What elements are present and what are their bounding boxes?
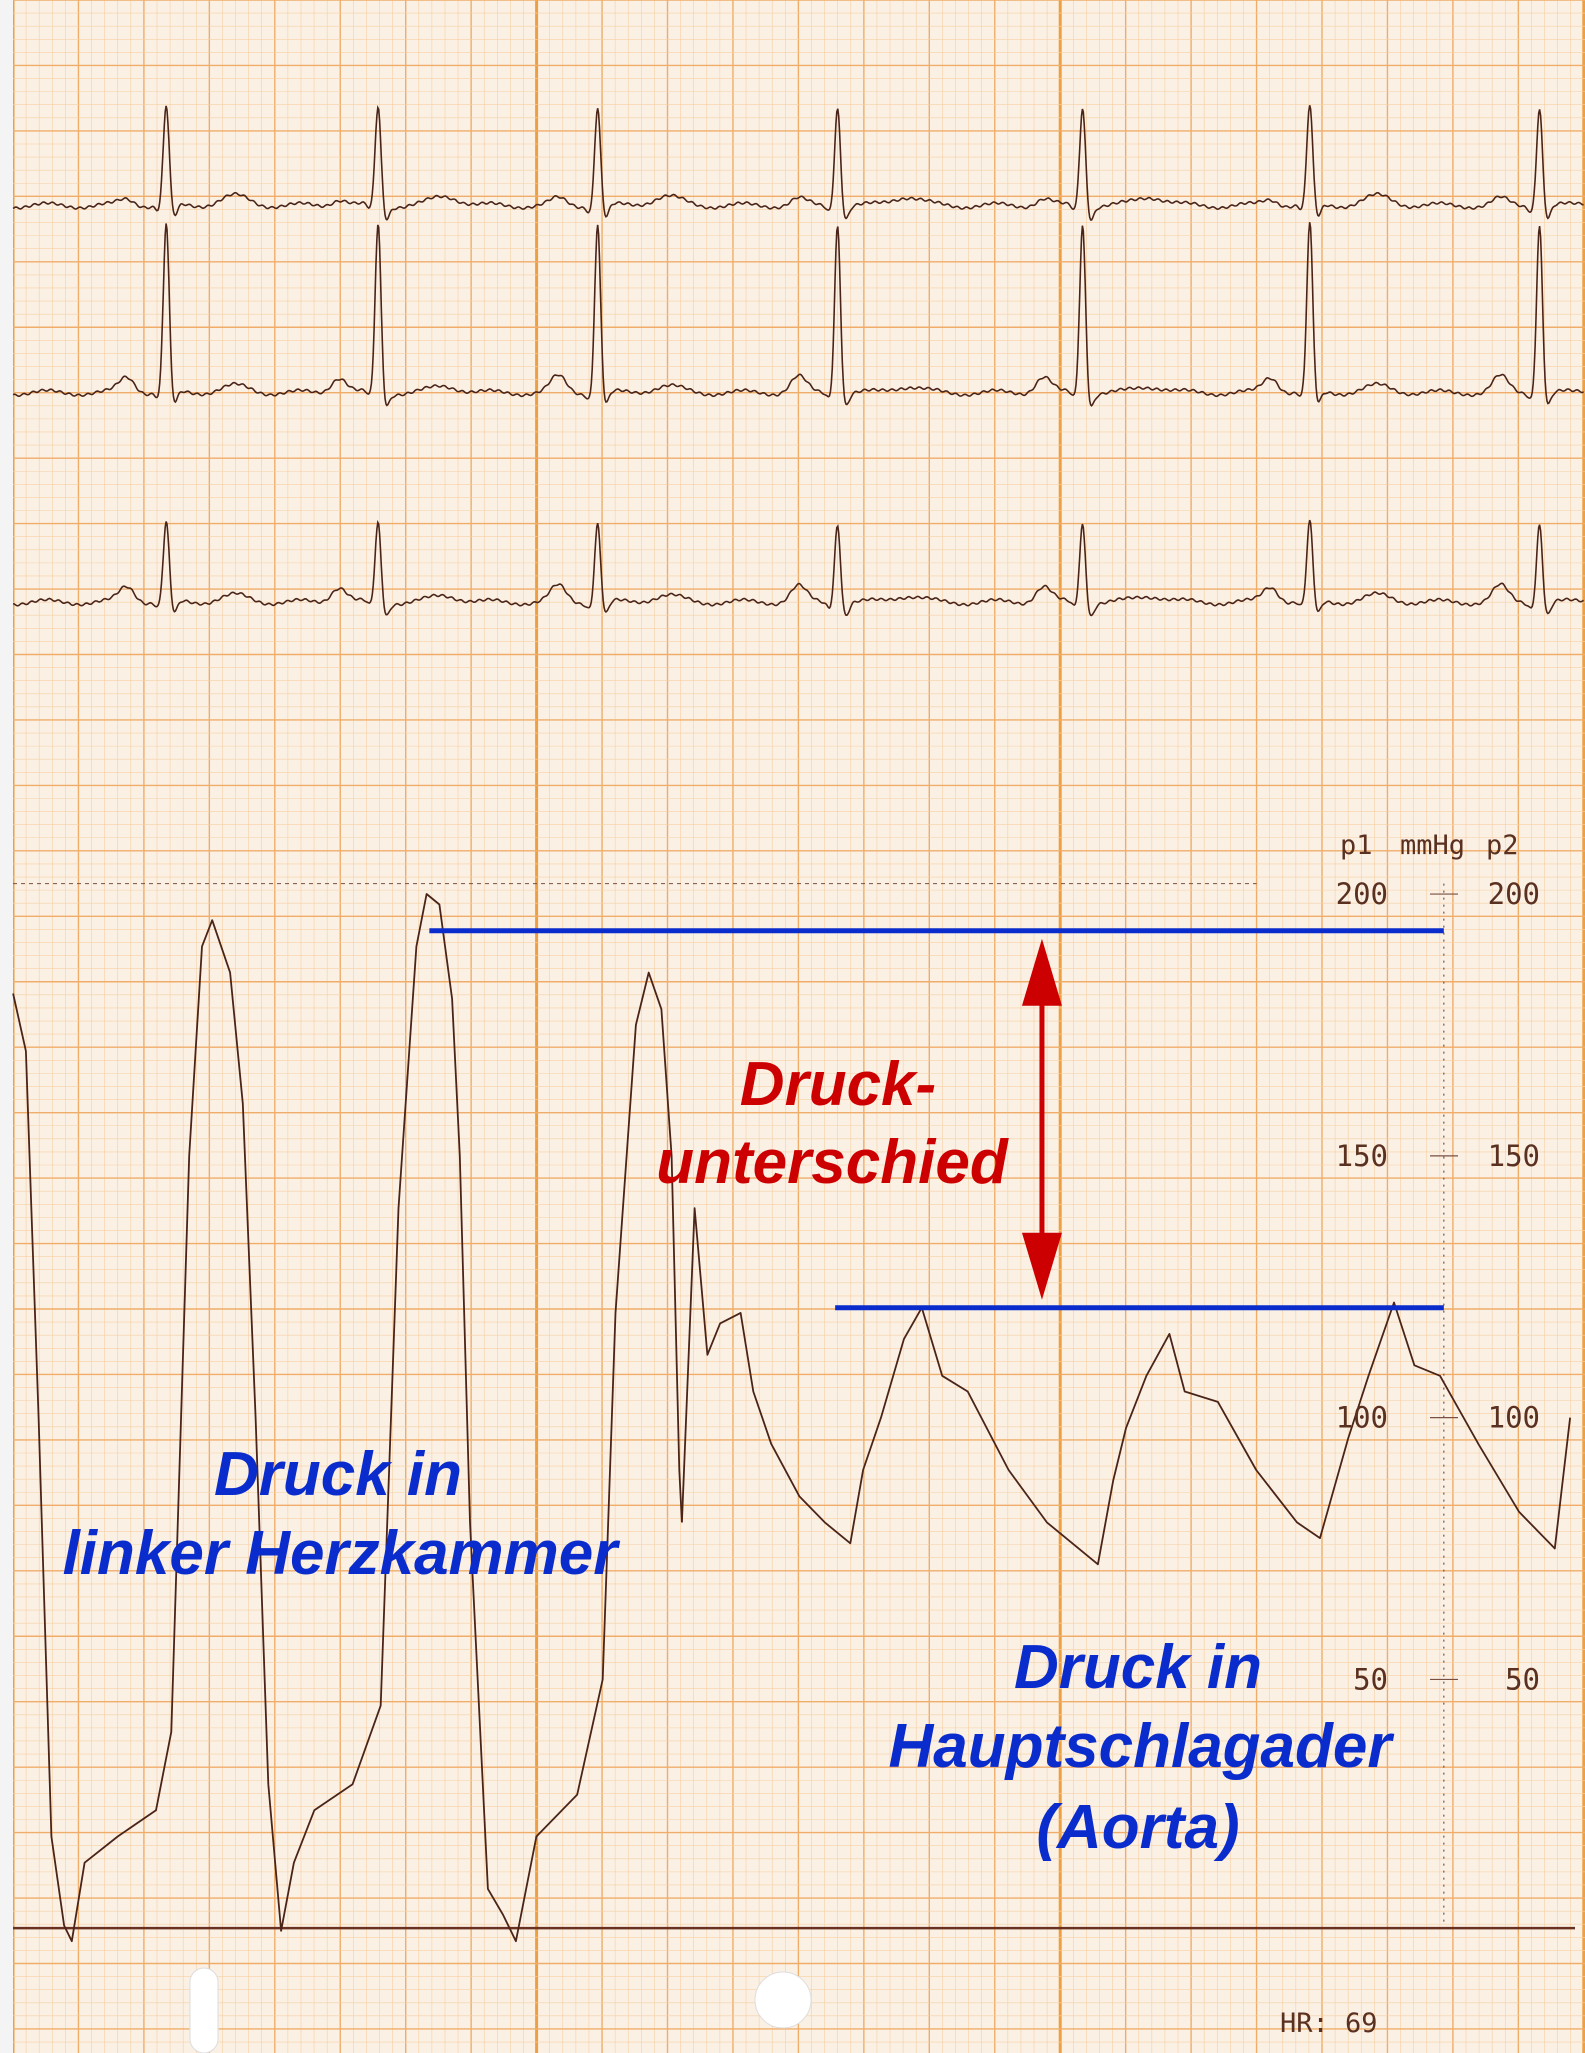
ecg-lead-2 (12, 222, 1584, 407)
lv-pressure-line (12, 893, 683, 1943)
pressure-difference-label-1: Druck- (740, 1050, 936, 1119)
tick-label-p2: 150 (1488, 1139, 1540, 1173)
punch-slot (189, 1967, 219, 2053)
lv-label-1: Druck in (214, 1440, 462, 1509)
arrow-head-down-icon (1021, 1232, 1062, 1300)
aorta-label-3: (Aorta) (1036, 1793, 1239, 1862)
tick-label-p2: 100 (1488, 1401, 1540, 1435)
punch-hole (754, 1971, 812, 2029)
tick-label-p2: 200 (1488, 877, 1540, 911)
aorta-pressure-line (681, 1207, 1571, 1566)
heart-rate: HR: 69 (1280, 2008, 1378, 2039)
aorta-label-1: Druck in (1014, 1633, 1262, 1702)
ecg-lead-3 (12, 519, 1585, 617)
ecg-traces (12, 105, 1585, 617)
lv-label-2: linker Herzkammer (63, 1519, 621, 1588)
pressure-axis (13, 883, 1575, 1930)
paper-edge (0, 0, 13, 2053)
pressure-difference-label-2: unterschied (656, 1128, 1009, 1197)
reference-lines (429, 928, 1444, 1311)
aorta-label-2: Hauptschlagader (888, 1712, 1394, 1781)
ecg-lead-1 (12, 105, 1584, 221)
axis-label-p1: p1 (1340, 830, 1373, 861)
tick-label-p1: 200 (1336, 877, 1388, 911)
tick-label-p1: 150 (1336, 1139, 1388, 1173)
arrow-head-up-icon (1021, 938, 1062, 1006)
axis-label-unit: mmHg (1400, 830, 1465, 861)
tick-label-p1: 50 (1353, 1662, 1388, 1696)
tick-label-p1: 100 (1336, 1401, 1388, 1435)
pressure-traces (12, 893, 1571, 1943)
tick-label-p2: 50 (1505, 1662, 1540, 1696)
axis-label-p2: p2 (1486, 830, 1519, 861)
